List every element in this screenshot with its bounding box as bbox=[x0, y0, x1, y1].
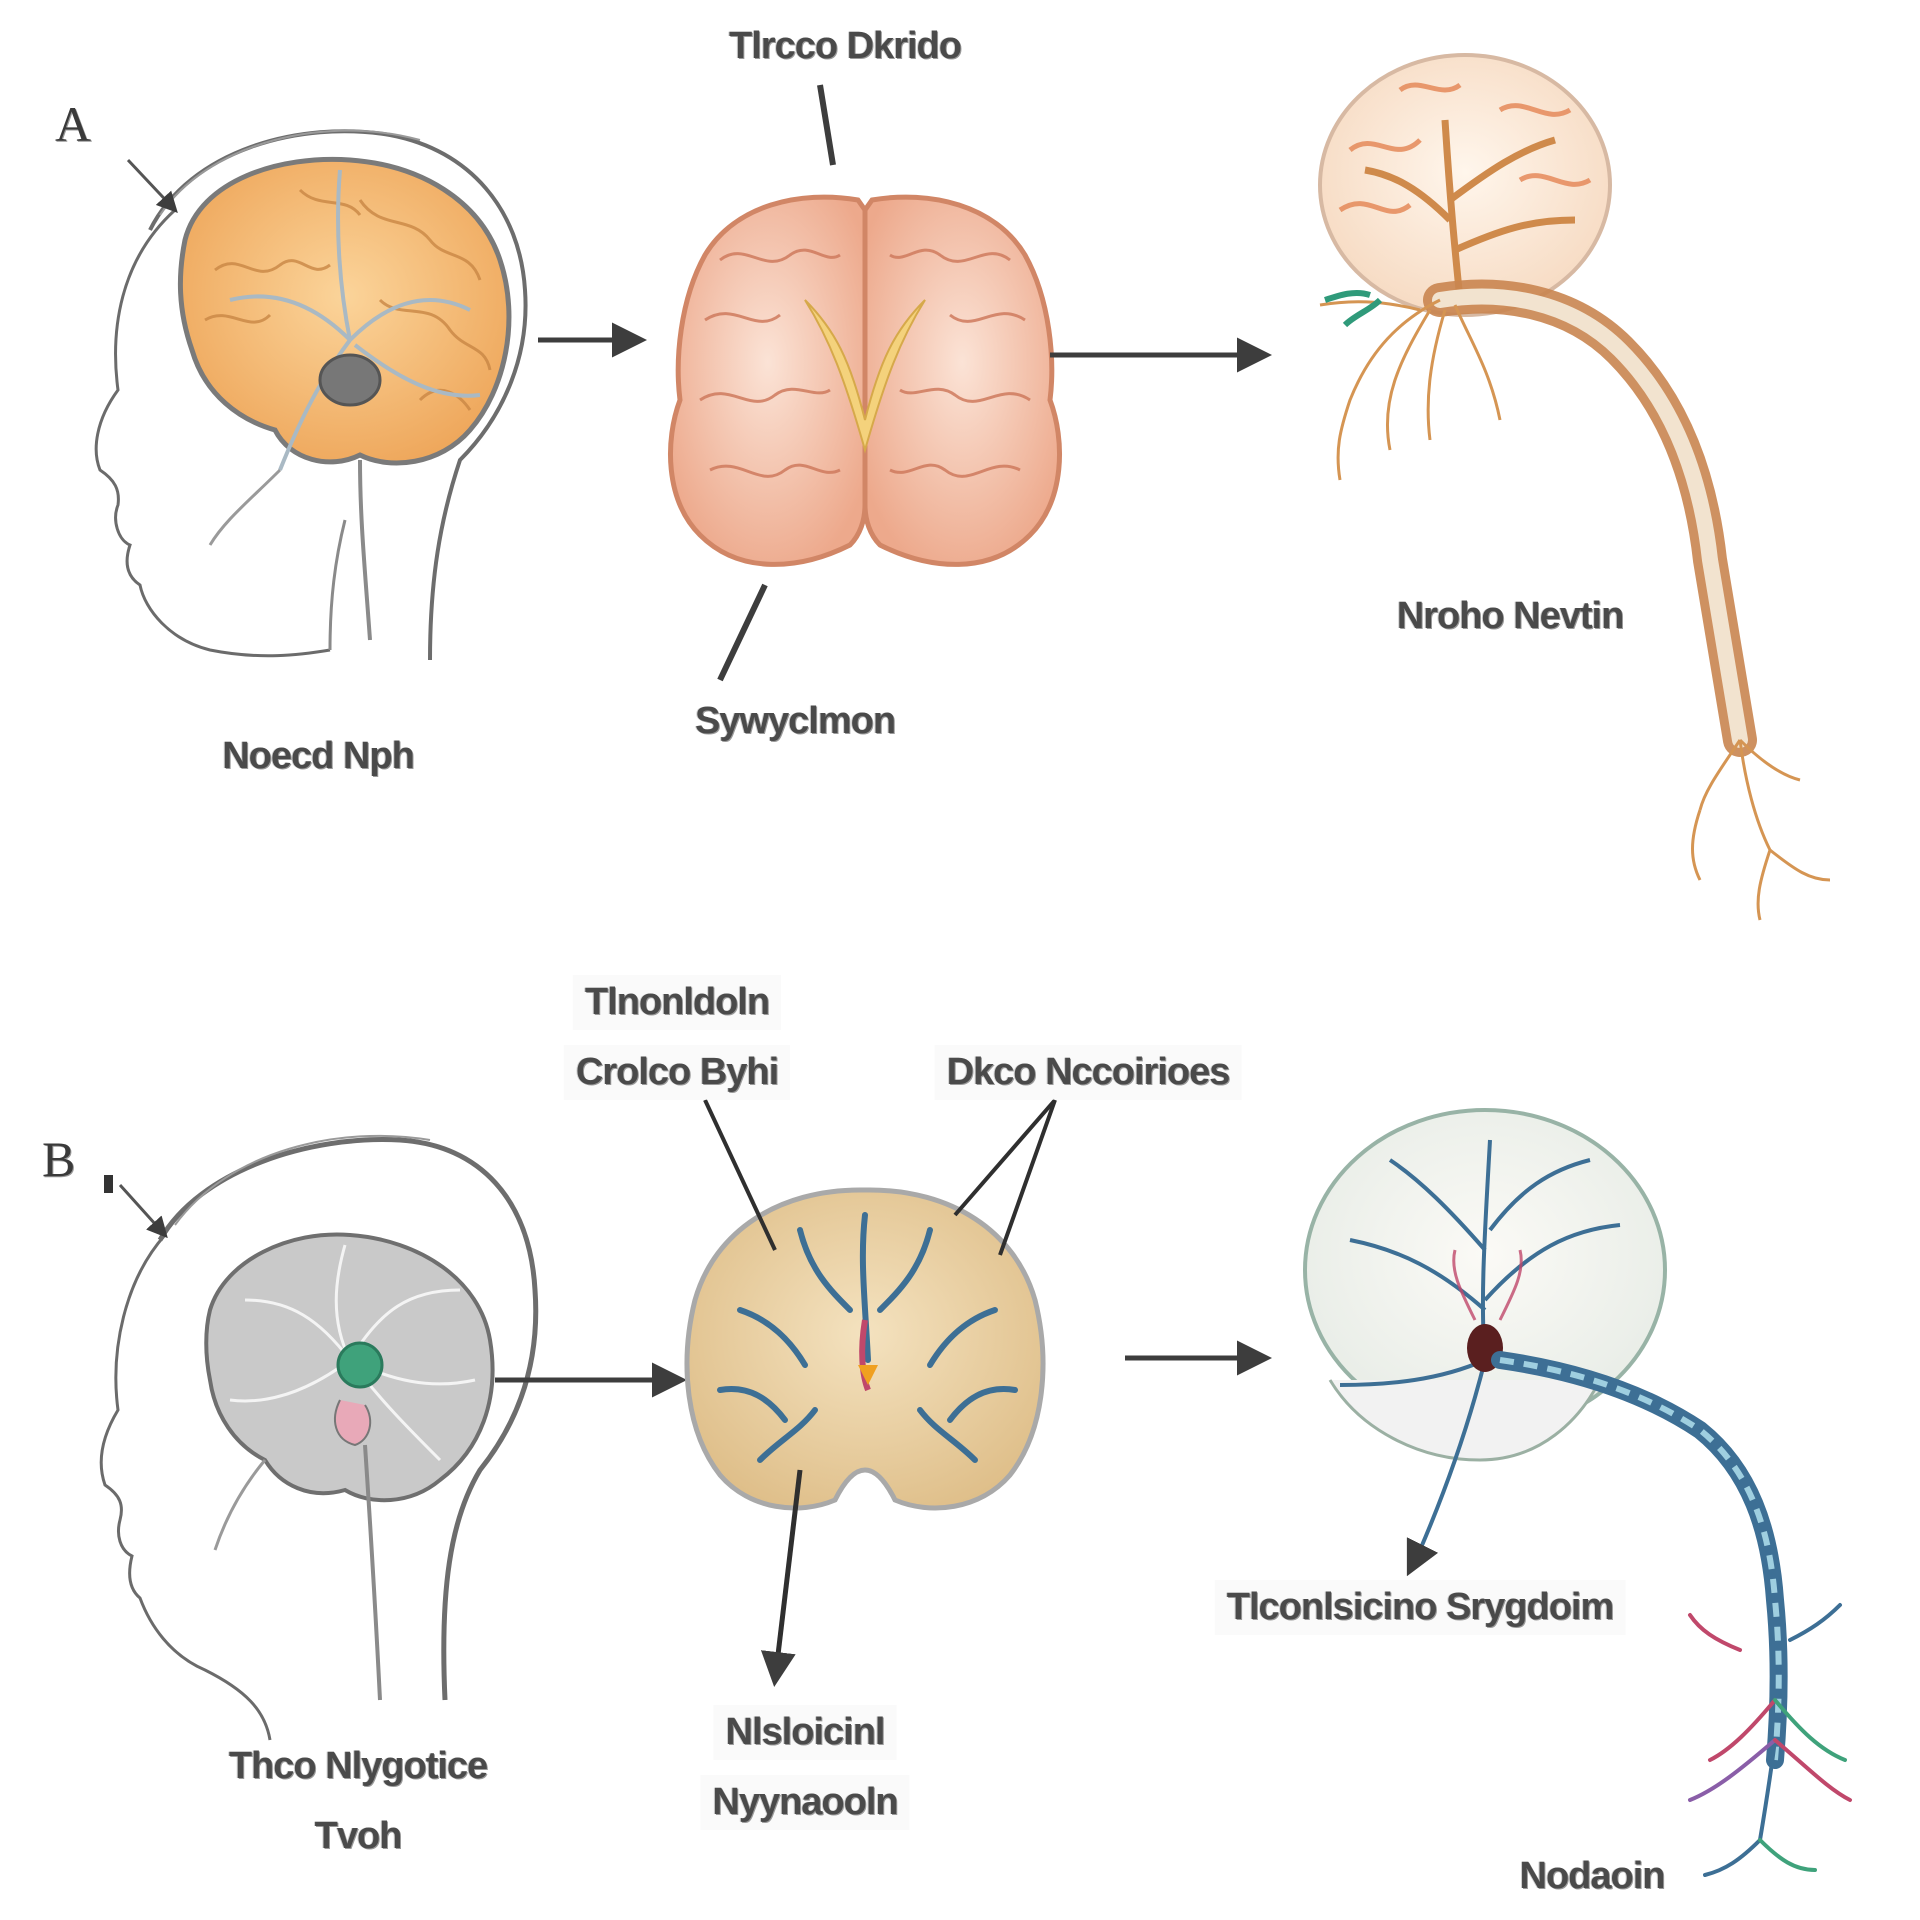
panel-a-head-label: Noecd Nph bbox=[222, 735, 415, 777]
panel-a-marker bbox=[126, 158, 178, 214]
panel-b-head-label-line2: Tvoh bbox=[314, 1815, 403, 1857]
panel-b-nerve-end-label: Nodaoin bbox=[1519, 1855, 1666, 1897]
panel-a-nerve-tree bbox=[1318, 53, 1831, 921]
panel-b-head-illustration bbox=[99, 1134, 539, 1741]
panel-a-nerve-label: Nroho Nevtin bbox=[1396, 595, 1625, 637]
panel-b-brain-section bbox=[684, 1098, 1057, 1687]
panel-b-right-top-label: Dkco Nccoirioes bbox=[934, 1045, 1242, 1100]
panel-b-top-label-line1: Tlnonldoln bbox=[572, 975, 782, 1030]
panel-a-letter: A bbox=[55, 96, 92, 152]
panel-a-bottom-label: Sywyclmon bbox=[694, 700, 896, 742]
panel-b-nerve-mid-label: Tlconlsicino Srygdoim bbox=[1214, 1580, 1626, 1635]
panel-b-bottom-label-line2: Nyynaooln bbox=[700, 1775, 910, 1830]
panel-b-nerve-tree bbox=[1303, 1108, 1852, 1877]
panel-b-letter: B bbox=[42, 1131, 76, 1187]
panel-b-marker bbox=[104, 1175, 168, 1239]
panel-b-bottom-label-line1: Nlsloicinl bbox=[713, 1705, 897, 1760]
panel-b-head-label-line1: Thco Nlygotice bbox=[228, 1745, 488, 1787]
panel-a-brain-topview bbox=[667, 84, 1063, 682]
panel-a-top-label: Tlrcco Dkrido bbox=[729, 25, 962, 67]
panel-a-head-illustration bbox=[94, 129, 528, 661]
panel-b-top-label-line2: Crolco Byhi bbox=[563, 1045, 791, 1100]
